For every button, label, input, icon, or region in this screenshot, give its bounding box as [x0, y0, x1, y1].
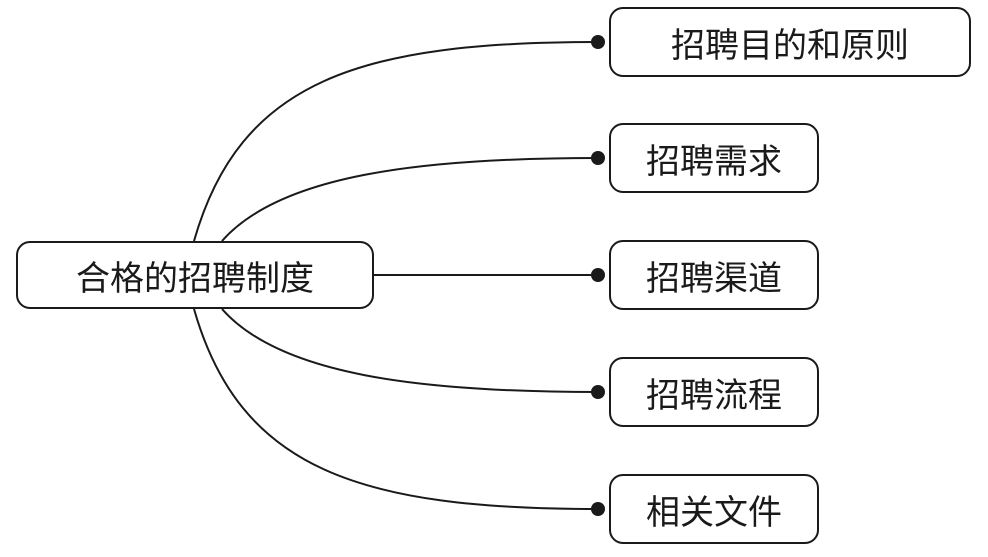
child-node-demand: 招聘需求 — [609, 123, 819, 193]
child-node-documents: 相关文件 — [609, 474, 819, 544]
connector-dot-3 — [591, 385, 605, 399]
child-node-label: 招聘渠道 — [646, 258, 782, 299]
connector-to-child-4 — [193, 308, 599, 510]
child-node-label: 招聘目的和原则 — [671, 25, 909, 66]
root-node: 合格的招聘制度 — [16, 241, 374, 309]
connector-dot-4 — [591, 502, 605, 516]
connector-to-child-1 — [221, 157, 599, 242]
root-node-label: 合格的招聘制度 — [76, 258, 314, 299]
child-node-label: 招聘需求 — [646, 141, 782, 182]
connector-dot-0 — [591, 35, 605, 49]
connector-dot-2 — [591, 268, 605, 282]
child-node-process: 招聘流程 — [609, 357, 819, 427]
child-node-label: 招聘流程 — [646, 375, 782, 416]
connector-to-child-3 — [221, 308, 599, 393]
connector-to-child-0 — [193, 41, 599, 242]
child-node-label: 相关文件 — [646, 492, 782, 533]
connector-dot-1 — [591, 151, 605, 165]
child-node-purpose-principles: 招聘目的和原则 — [609, 7, 971, 77]
child-node-channels: 招聘渠道 — [609, 240, 819, 310]
